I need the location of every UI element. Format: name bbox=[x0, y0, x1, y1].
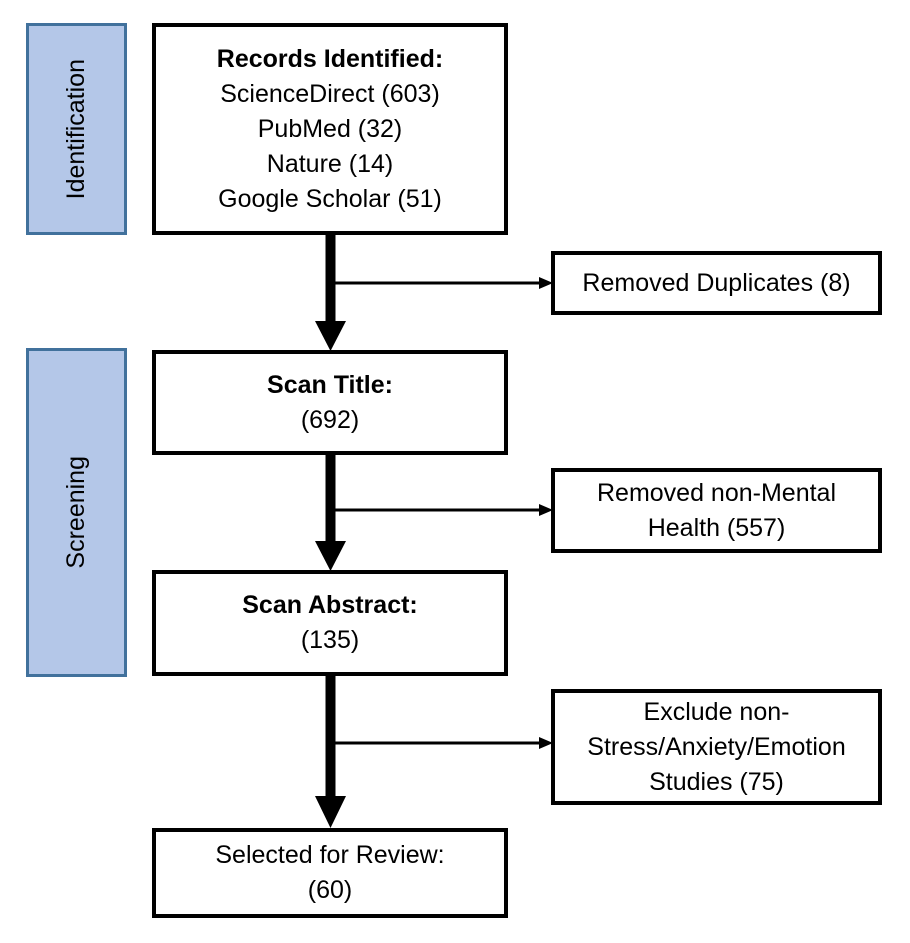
thin-arrow-to-removed-non-mental-health bbox=[335, 502, 553, 518]
scan-abstract-heading: Scan Abstract: bbox=[242, 591, 418, 619]
records-identified-source-pubmed: PubMed (32) bbox=[257, 114, 403, 143]
records-identified-source-google-scholar: Google Scholar (51) bbox=[218, 184, 442, 213]
node-records-identified: Records Identified: ScienceDirect (603) … bbox=[152, 23, 508, 235]
records-identified-source-nature: Nature (14) bbox=[266, 149, 394, 178]
phase-box-identification: Identification bbox=[26, 23, 127, 235]
exclude-non-stress-line-3: Studies (75) bbox=[649, 767, 784, 796]
selected-for-review-heading: Selected for Review: bbox=[215, 841, 445, 869]
thick-arrow-scan-abstract-to-selected bbox=[314, 676, 347, 830]
node-removed-duplicates: Removed Duplicates (8) bbox=[551, 251, 882, 315]
exclude-non-stress-line-1: Exclude non- bbox=[643, 697, 790, 726]
node-exclude-non-stress: Exclude non- Stress/Anxiety/Emotion Stud… bbox=[551, 689, 882, 805]
records-identified-heading: Records Identified: bbox=[216, 44, 444, 73]
thin-arrow-to-exclude-non-stress bbox=[335, 735, 553, 751]
scan-title-count: (692) bbox=[300, 405, 360, 434]
removed-non-mental-health-line-1: Removed non-Mental bbox=[596, 478, 836, 507]
thin-arrow-to-removed-duplicates bbox=[335, 275, 553, 291]
thick-arrow-records-to-scan-title bbox=[314, 235, 347, 353]
exclude-non-stress-line-2: Stress/Anxiety/Emotion bbox=[587, 732, 846, 761]
node-scan-abstract: Scan Abstract: (135) bbox=[152, 570, 508, 676]
scan-title-heading: Scan Title: bbox=[267, 370, 393, 399]
selected-for-review-count: (60) bbox=[307, 876, 353, 904]
node-removed-non-mental-health: Removed non-Mental Health (557) bbox=[551, 468, 882, 553]
phase-label-screening: Screening bbox=[62, 456, 90, 569]
node-selected-for-review: Selected for Review: (60) bbox=[152, 828, 508, 918]
removed-duplicates-label: Removed Duplicates (8) bbox=[582, 268, 851, 297]
phase-box-screening: Screening bbox=[26, 348, 127, 677]
removed-non-mental-health-line-2: Health (557) bbox=[647, 513, 786, 542]
node-scan-title: Scan Title: (692) bbox=[152, 350, 508, 455]
thick-arrow-scan-title-to-scan-abstract bbox=[314, 455, 347, 573]
scan-abstract-count: (135) bbox=[300, 626, 360, 654]
phase-label-identification: Identification bbox=[62, 58, 90, 200]
records-identified-source-sciencedirect: ScienceDirect (603) bbox=[220, 79, 440, 108]
